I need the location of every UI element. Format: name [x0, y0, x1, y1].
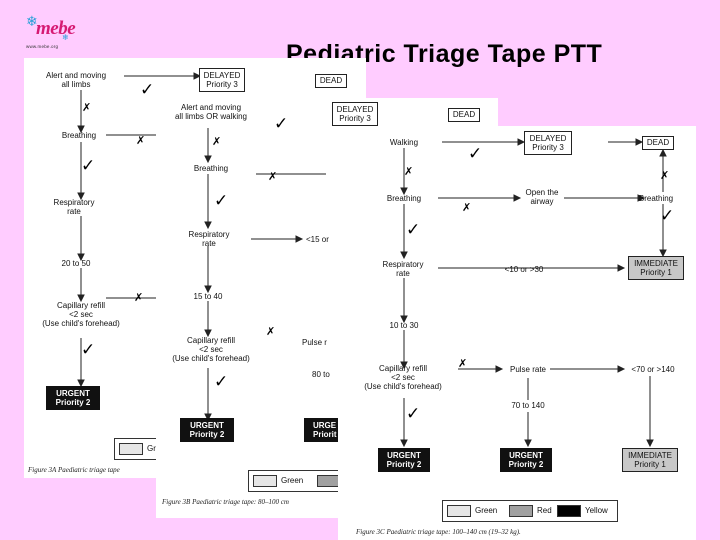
fig-b-pulse-range-label: 80 to [312, 370, 330, 379]
fig-c-pulse-range-label: 70 to 140 [511, 401, 545, 410]
fig-c-open-airway-label: Open the airway [525, 188, 559, 206]
fig-a-caption: Figure 3A Paediatric triage tape [28, 466, 120, 474]
logo-text: mebe [36, 18, 76, 39]
fig-b-range-label: 15 to 40 [193, 292, 223, 301]
legend-green-swatch [119, 443, 143, 455]
cross-icon: ✗ [136, 134, 146, 147]
check-icon: ✓ [81, 156, 96, 176]
fig-c-urgent-box: URGENT Priority 2 [378, 448, 430, 472]
fig-c-pulse-label: Pulse rate [509, 365, 547, 374]
fig-a-breathing-label: Breathing [61, 131, 97, 140]
cross-icon: ✗ [134, 291, 144, 304]
cross-icon: ✗ [660, 169, 670, 182]
snowflake-icon: ❄ [26, 13, 38, 29]
fig-b-legend: Green [248, 470, 348, 492]
fig-b-dead-box: DEAD [448, 108, 480, 122]
fig-a-dead-box: DEAD [315, 74, 347, 88]
figure-3a-arrows [77, 72, 202, 388]
fig-a-range-label: 20 to 50 [61, 259, 91, 268]
legend-green-swatch [447, 505, 471, 517]
mebe-logo: ❄ ❄ mebe www.mebe.org [22, 12, 78, 54]
figure-3b-arrows [204, 128, 326, 422]
fig-c-immediate2-box: IMMEDIATE Priority 1 [622, 448, 678, 472]
fig-b-urgent-box: URGENT Priority 2 [180, 418, 234, 442]
legend-yellow-label: Yellow [585, 506, 608, 515]
fig-b-cap-label: Capillary refill <2 sec (Use child's for… [172, 336, 250, 363]
fig-c-walking-label: Walking [389, 138, 419, 147]
cross-icon: ✗ [212, 135, 222, 148]
fig-c-dead-box: DEAD [642, 136, 674, 150]
check-icon: ✓ [406, 404, 421, 424]
legend-green-label: Gr [147, 444, 156, 453]
check-icon: ✓ [81, 340, 96, 360]
fig-a-delayed-box: DELAYED Priority 3 [199, 68, 245, 92]
check-icon: ✓ [468, 144, 483, 164]
cross-icon: ✗ [268, 170, 278, 183]
fig-b-alert-label: Alert and moving all limbs OR walking [174, 103, 248, 121]
check-icon: ✓ [214, 191, 229, 211]
fig-c-rr-bad-label: <10 or >30 [504, 265, 544, 274]
legend-red-label: Red [537, 506, 552, 515]
figure-3c-arrows [400, 138, 667, 448]
fig-b-delayed-box: DELAYED Priority 3 [332, 102, 378, 126]
fig-c-cap-label: Capillary refill <2 sec (Use child's for… [364, 364, 442, 391]
cross-icon: ✗ [404, 165, 414, 178]
fig-c-pulse-bad-label: <70 or >140 [631, 365, 675, 374]
fig-b-resp-label: Respiratory rate [188, 230, 230, 248]
snowflake-small-icon: ❄ [62, 33, 69, 42]
check-icon: ✓ [660, 206, 675, 226]
figure-3c-panel: Walking DELAYED Priority 3 DEAD Breathin… [338, 126, 696, 540]
legend-yellow-swatch [557, 505, 581, 517]
cross-icon: ✗ [458, 357, 468, 370]
legend-green-label: Green [475, 506, 498, 515]
fig-c-resp-label: Respiratory rate [382, 260, 424, 278]
legend-green-label: Green [281, 476, 304, 485]
fig-b-rr-bad-label: <15 or [306, 235, 329, 244]
fig-c-breathing-label: Breathing [386, 194, 422, 203]
fig-b-urgent2-box: URGE Priorit [304, 418, 344, 442]
check-icon: ✓ [406, 220, 421, 240]
fig-c-immediate-box: IMMEDIATE Priority 1 [628, 256, 684, 280]
check-icon: ✓ [214, 372, 229, 392]
logo-url: www.mebe.org [26, 44, 59, 49]
check-icon: ✓ [140, 80, 155, 100]
fig-a-cap-label: Capillary refill <2 sec (Use child's for… [42, 301, 120, 328]
fig-c-caption: Figure 3C Paediatric triage tape: 100–14… [356, 528, 521, 536]
fig-b-caption: Figure 3B Paediatric triage tape: 80–100… [162, 498, 289, 506]
fig-c-breathing2-label: Breathing [638, 194, 674, 203]
cross-icon: ✗ [266, 325, 276, 338]
fig-a-resp-label: Respiratory rate [53, 198, 95, 216]
legend-green-swatch [253, 475, 277, 487]
fig-c-legend: Green Red Yellow [442, 500, 618, 522]
fig-c-delayed-box: DELAYED Priority 3 [524, 131, 572, 155]
fig-b-pulse-label: Pulse r [302, 338, 327, 347]
cross-icon: ✗ [462, 201, 472, 214]
fig-a-alert-label: Alert and moving all limbs [45, 71, 107, 89]
legend-red-swatch [509, 505, 533, 517]
fig-c-urgent2-box: URGENT Priority 2 [500, 448, 552, 472]
fig-b-breathing-label: Breathing [193, 164, 229, 173]
fig-a-urgent-box: URGENT Priority 2 [46, 386, 100, 410]
check-icon: ✓ [274, 114, 289, 134]
fig-c-range-label: 10 to 30 [389, 321, 419, 330]
cross-icon: ✗ [82, 101, 92, 114]
